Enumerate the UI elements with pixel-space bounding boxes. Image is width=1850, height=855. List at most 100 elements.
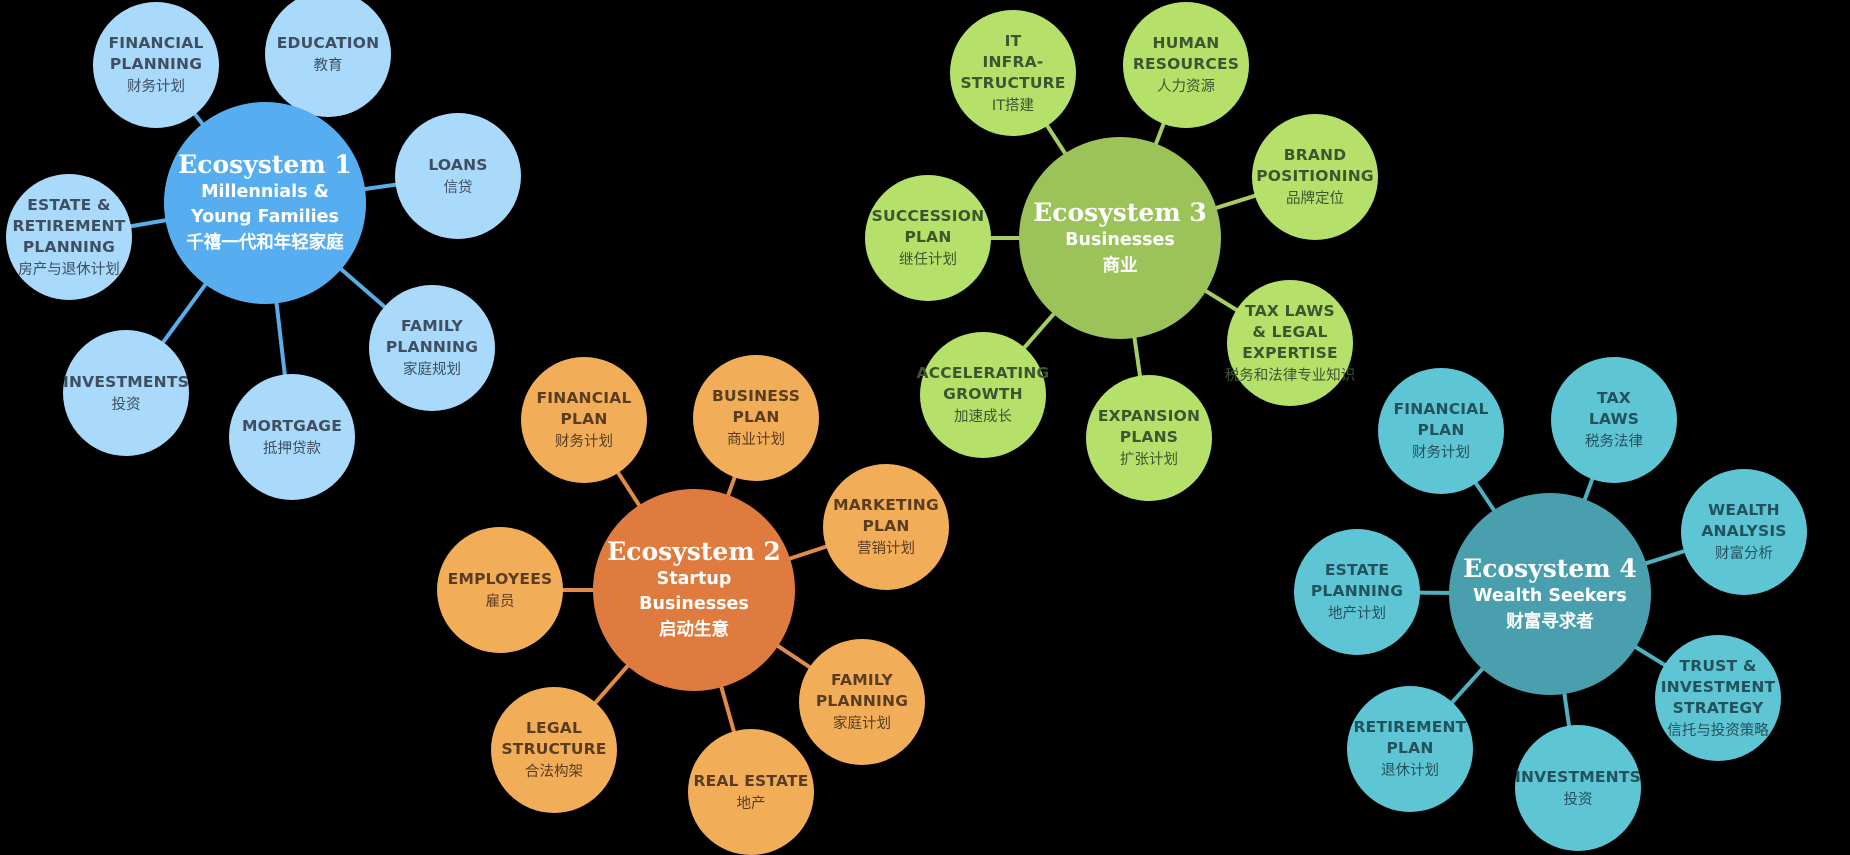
node-label-zh: 家庭规划 — [403, 362, 461, 378]
node-eco2-marketing-plan: MARKETING PLAN 营销计划 — [823, 464, 949, 590]
node-eco3-brand-positioning: BRAND POSITIONING 品牌定位 — [1252, 114, 1378, 240]
node-label: ACCELERATING GROWTH — [916, 364, 1050, 403]
hub-subtitle: Startup Businesses — [639, 569, 749, 614]
node-label-zh: 品牌定位 — [1286, 191, 1344, 207]
node-eco4-investments: INVESTMENTS 投资 — [1515, 725, 1641, 851]
node-label: HUMAN RESOURCES — [1132, 34, 1240, 73]
node-eco1-mortgage: MORTGAGE 抵押贷款 — [229, 374, 355, 500]
node-label-zh: 信托与投资策略 — [1667, 722, 1769, 739]
node-label-zh: 雇员 — [485, 593, 515, 610]
node-label: SUCCESSION PLAN — [871, 207, 985, 246]
node-label: BRAND POSITIONING — [1256, 146, 1374, 185]
node-eco3-succession-plan: SUCCESSION PLAN 继任计划 — [865, 175, 991, 301]
node-label-zh: 教育 — [313, 57, 343, 74]
node-label: FAMILY PLANNING — [815, 671, 909, 710]
node-eco3-accelerating-growth: ACCELERATING GROWTH 加速成长 — [917, 332, 1049, 458]
node-label: ESTATE PLANNING — [1310, 561, 1404, 600]
hub-title: Ecosystem 2 — [607, 537, 781, 566]
node-label: MORTGAGE — [241, 416, 343, 435]
node-label-zh: 继任计划 — [899, 252, 957, 268]
node-eco1-estate-retirement-planning: ESTATE & RETIREMENT PLANNING 房产与退休计划 — [6, 174, 132, 300]
node-label: TAX LAWS — [1588, 389, 1640, 428]
node-label-zh: 税务法律 — [1585, 434, 1643, 450]
node-label-zh: 地产 — [736, 795, 766, 812]
node-label: TRUST & INVESTMENT STRATEGY — [1660, 656, 1776, 717]
node-label: EMPLOYEES — [447, 569, 553, 588]
node-eco1-financial-planning: FINANCIAL PLANNING 财务计划 — [93, 2, 219, 128]
node-label: IT INFRA- STRUCTURE — [960, 31, 1066, 92]
node-label-zh: 加速成长 — [954, 409, 1012, 425]
node-eco4-trust-investment-strategy: TRUST & INVESTMENT STRATEGY 信托与投资策略 — [1655, 635, 1781, 761]
hub-subtitle-zh: 商业 — [1102, 255, 1138, 276]
node-label-zh: 财务计划 — [1412, 445, 1470, 461]
node-label-zh: 家庭计划 — [833, 716, 891, 732]
node-label: ESTATE & RETIREMENT PLANNING — [12, 195, 126, 256]
node-eco3-tax-laws-legal-expertise: TAX LAWS & LEGAL EXPERTISE 税务和法律专业知识 — [1224, 280, 1356, 406]
node-eco4-financial-plan: FINANCIAL PLAN 财务计划 — [1378, 368, 1504, 494]
node-label: WEALTH ANALYSIS — [1701, 501, 1787, 540]
node-label: LOANS — [428, 155, 488, 174]
node-eco1-investments: INVESTMENTS 投资 — [63, 330, 189, 456]
hub-title: Ecosystem 1 — [178, 150, 352, 179]
node-label-zh: 扩张计划 — [1120, 452, 1178, 468]
node-label: EXPANSION PLANS — [1097, 407, 1201, 446]
node-eco2-family-planning: FAMILY PLANNING 家庭计划 — [799, 639, 925, 765]
node-label: BUSINESS PLAN — [711, 387, 801, 426]
node-eco1-education: EDUCATION 教育 — [265, 0, 391, 117]
hub-title: Ecosystem 3 — [1033, 197, 1207, 227]
node-label-zh: 信贷 — [443, 179, 473, 196]
node-label: REAL ESTATE — [693, 771, 809, 790]
node-label: LEGAL STRUCTURE — [501, 719, 607, 758]
node-label-zh: 抵押贷款 — [263, 440, 321, 457]
node-label-zh: 税务和法律专业知识 — [1224, 367, 1356, 384]
node-label: FINANCIAL PLANNING — [108, 34, 204, 73]
hub-subtitle: Millennials & Young Families — [191, 182, 339, 227]
node-label: TAX LAWS & LEGAL EXPERTISE — [1242, 301, 1338, 362]
node-eco2-business-plan: BUSINESS PLAN 商业计划 — [693, 355, 819, 481]
node-eco4-tax-laws: TAX LAWS 税务法律 — [1551, 357, 1677, 483]
node-label: FAMILY PLANNING — [385, 317, 479, 356]
hub-subtitle-zh: 财富寻求者 — [1506, 611, 1594, 632]
node-eco4-wealth-analysis: WEALTH ANALYSIS 财富分析 — [1681, 469, 1807, 595]
node-label-zh: 地产计划 — [1328, 606, 1386, 622]
node-label: FINANCIAL PLAN — [536, 389, 632, 428]
node-label: EDUCATION — [276, 33, 380, 52]
node-label-zh: 财务计划 — [555, 434, 613, 450]
node-label-zh: 营销计划 — [857, 541, 915, 557]
node-eco2-employees: EMPLOYEES 雇员 — [437, 527, 563, 653]
node-label: FINANCIAL PLAN — [1393, 400, 1489, 439]
hub-subtitle: Wealth Seekers — [1473, 585, 1627, 606]
node-label-zh: 合法构架 — [525, 764, 583, 780]
node-eco4-retirement-plan: RETIREMENT PLAN 退休计划 — [1347, 686, 1473, 812]
node-eco2-legal-structure: LEGAL STRUCTURE 合法构架 — [491, 687, 617, 813]
node-label-zh: 退休计划 — [1381, 763, 1439, 779]
node-label: INVESTMENTS — [1515, 767, 1641, 786]
node-label: INVESTMENTS — [63, 372, 189, 391]
node-eco3-it-infra-structure: IT INFRA- STRUCTURE IT搭建 — [950, 10, 1076, 136]
node-label-zh: 人力资源 — [1157, 79, 1215, 95]
node-eco1-family-planning: FAMILY PLANNING 家庭规划 — [369, 285, 495, 411]
node-eco3-expansion-plans: EXPANSION PLANS 扩张计划 — [1086, 375, 1212, 501]
hub-subtitle: Businesses — [1065, 229, 1175, 250]
hub-subtitle-zh: 启动生意 — [659, 620, 729, 640]
node-label-zh: 商业计划 — [727, 432, 785, 448]
node-label-zh: 投资 — [111, 396, 141, 413]
node-label-zh: 投资 — [1563, 791, 1593, 808]
node-label-zh: IT搭建 — [991, 97, 1035, 114]
hub-ecosystem-2: Ecosystem 2 Startup Businesses 启动生意 — [593, 489, 795, 691]
node-label-zh: 财富分析 — [1715, 546, 1773, 562]
node-eco4-estate-planning: ESTATE PLANNING 地产计划 — [1294, 529, 1420, 655]
node-label: MARKETING PLAN — [833, 496, 939, 535]
node-label-zh: 房产与退休计划 — [18, 261, 120, 278]
node-eco2-real-estate: REAL ESTATE 地产 — [688, 729, 814, 855]
node-eco2-financial-plan: FINANCIAL PLAN 财务计划 — [521, 357, 647, 483]
hub-title: Ecosystem 4 — [1463, 553, 1637, 583]
node-label: RETIREMENT PLAN — [1353, 718, 1467, 757]
node-label-zh: 财务计划 — [127, 79, 185, 95]
node-eco3-human-resources: HUMAN RESOURCES 人力资源 — [1123, 2, 1249, 128]
node-eco1-loans: LOANS 信贷 — [395, 113, 521, 239]
